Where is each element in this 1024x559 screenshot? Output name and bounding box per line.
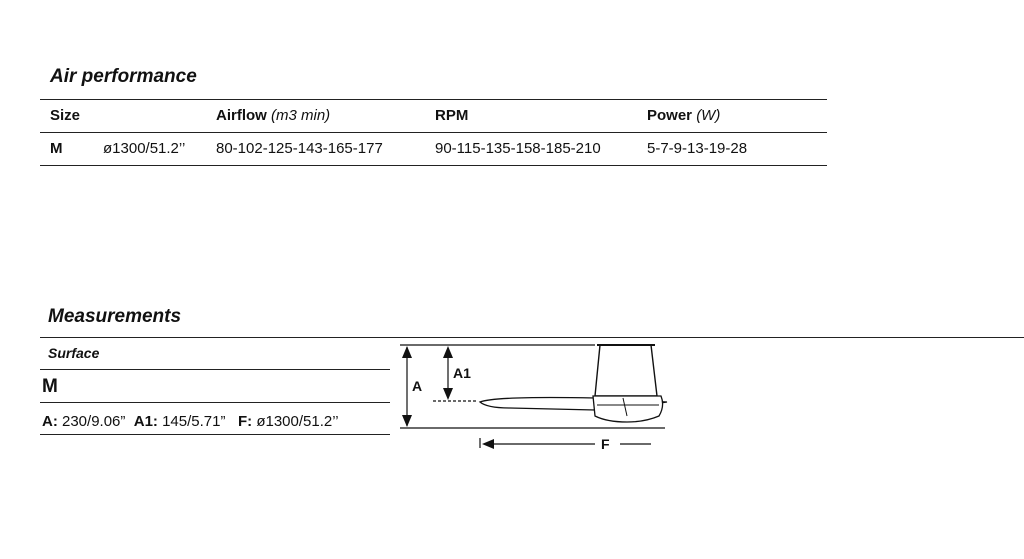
- dimension-rule: [40, 434, 390, 435]
- table-bottom-rule: [40, 165, 827, 166]
- dimension-values: A: 230/9.06” A1: 145/5.71” F: ø1300/51.2…: [42, 413, 339, 430]
- header-power: Power (W): [647, 107, 720, 124]
- dim-a-value: 230/9.06”: [62, 413, 126, 430]
- measurements-rule: [40, 337, 1024, 338]
- header-power-label: Power: [647, 107, 693, 124]
- row-size: M: [50, 140, 63, 157]
- header-power-unit: (W): [696, 107, 721, 124]
- header-airflow-label: Airflow: [216, 107, 267, 124]
- measurements-title: Measurements: [48, 306, 182, 327]
- fan-dimension-diagram: A A1 F: [400, 344, 668, 452]
- a-arrow-bottom: [402, 415, 412, 427]
- dim-a-label: A:: [42, 413, 58, 430]
- surface-label: Surface: [48, 345, 100, 361]
- header-airflow: Airflow (m3 min): [216, 107, 330, 124]
- fan-housing: [594, 344, 658, 397]
- size-rule: [40, 402, 390, 403]
- hub-detail: [622, 397, 628, 417]
- surface-rule: [40, 369, 390, 370]
- dim-a1-value: 145/5.71”: [162, 413, 226, 430]
- row-power: 5-7-9-13-19-28: [647, 140, 748, 157]
- label-f: F: [601, 436, 610, 452]
- f-arrow-head: [482, 439, 494, 449]
- a-arrow-top: [402, 346, 412, 358]
- dim-f-label: F:: [237, 413, 253, 430]
- row-diameter: ø1300/51.2’’: [103, 140, 186, 157]
- dim-f-value: ø1300/51.2’’: [256, 413, 339, 430]
- dim-a1-label: A1:: [133, 413, 158, 430]
- a1-arrow-bottom: [443, 388, 453, 400]
- row-airflow: 80-102-125-143-165-177: [216, 140, 383, 157]
- header-airflow-unit: (m3 min): [271, 107, 331, 124]
- measurements-size: M: [42, 376, 58, 397]
- header-bottom-rule: [40, 132, 827, 133]
- a1-arrow-top: [443, 346, 453, 358]
- label-a: A: [412, 378, 422, 394]
- header-rpm: RPM: [435, 107, 469, 124]
- fan-hub: [592, 395, 664, 423]
- label-a1: A1: [453, 365, 471, 381]
- air-performance-title: Air performance: [50, 66, 197, 87]
- row-rpm: 90-115-135-158-185-210: [435, 140, 601, 157]
- header-size: Size: [50, 107, 81, 124]
- table-top-rule: [40, 99, 827, 100]
